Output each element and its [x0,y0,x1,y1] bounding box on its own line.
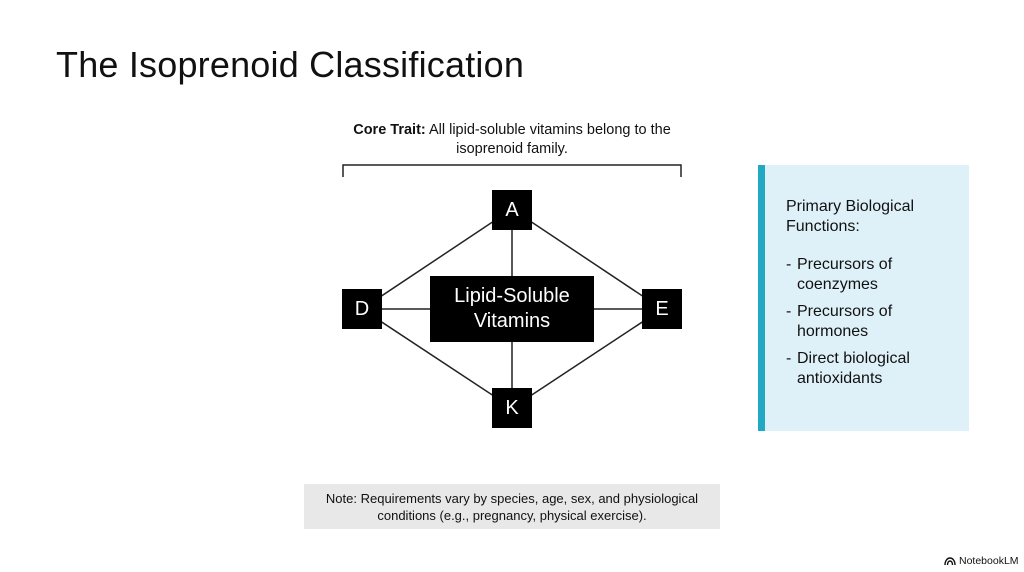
edge-d-k [361,308,513,409]
list-item: -Precursors of hormones [786,302,966,342]
core-trait-label: Core Trait: [353,122,426,138]
dash-marker: - [786,256,792,273]
node-d: D [342,289,382,329]
dash-marker: - [786,303,792,320]
edge-a-e [511,208,663,310]
core-trait-text: All lipid-soluble vitamins belong to the… [425,122,671,157]
node-e: E [642,289,682,329]
node-k: K [492,388,532,428]
notebooklm-logo-icon [944,556,956,565]
list-item-text: Direct biological antioxidants [797,350,910,387]
dash-marker: - [786,350,792,367]
center-node-label: Lipid-Soluble Vitamins [454,285,570,332]
functions-heading: Primary Biological Functions: [786,198,915,235]
note-box: Note: Requirements vary by species, age,… [304,484,720,529]
brand-name: NotebookLM [959,555,1019,567]
list-item-text: Precursors of hormones [797,303,893,340]
functions-panel: Primary Biological Functions: -Precursor… [758,165,969,431]
node-a: A [492,190,532,230]
list-item: -Precursors of coenzymes [786,255,966,295]
edge-e-k [511,308,663,409]
brand-watermark: NotebookLM [944,555,1019,567]
edge-a-d [361,208,513,310]
center-node: Lipid-Soluble Vitamins [430,276,594,342]
list-item: -Direct biological antioxidants [786,349,966,389]
functions-list: -Precursors of coenzymes -Precursors of … [786,255,966,396]
bracket [342,164,682,177]
core-trait: Core Trait: All lipid-soluble vitamins b… [332,121,692,159]
list-item-text: Precursors of coenzymes [797,256,893,293]
slide-title: The Isoprenoid Classification [56,44,525,85]
